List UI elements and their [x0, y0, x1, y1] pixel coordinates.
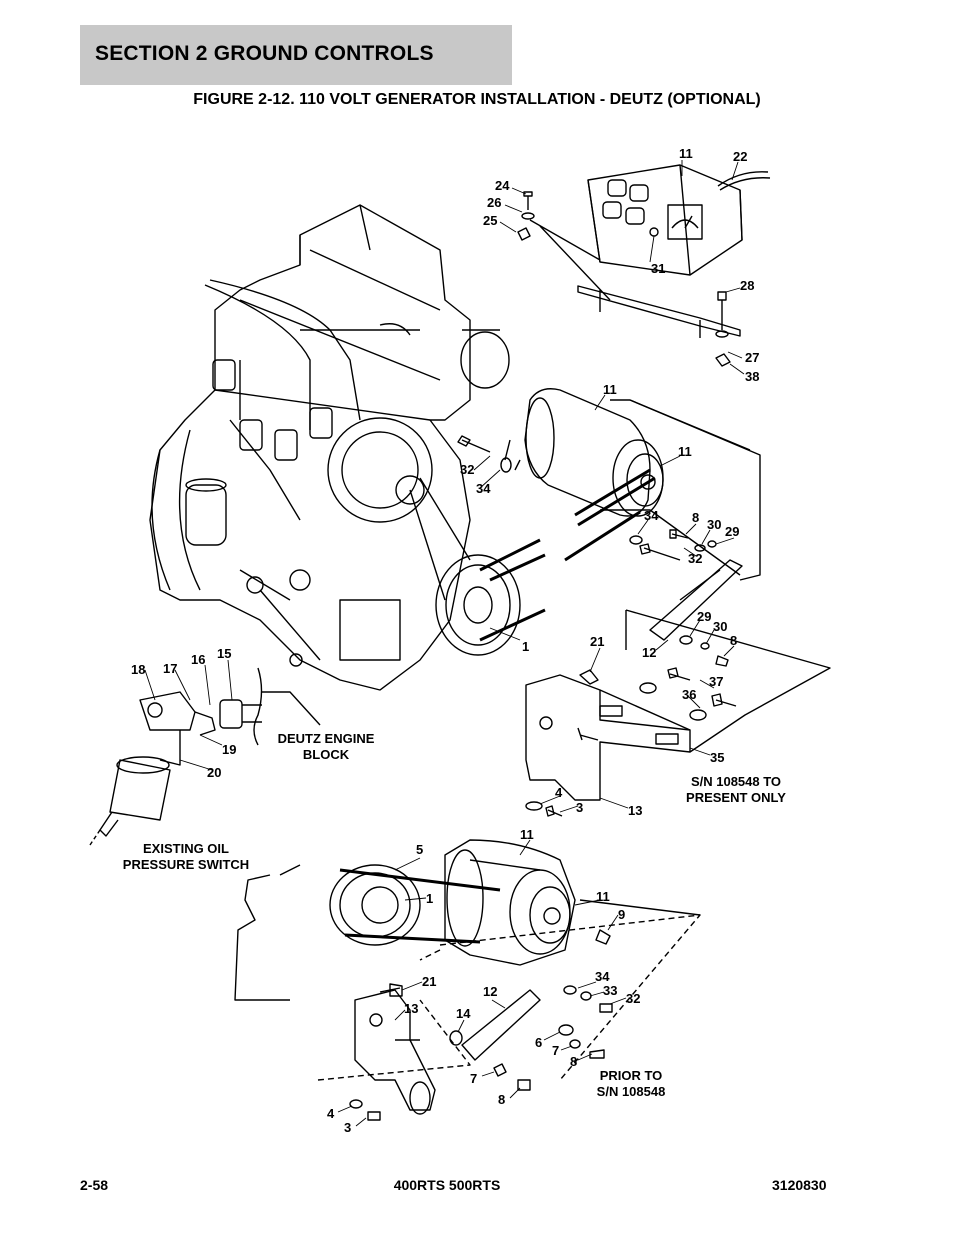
callout: 12: [483, 984, 497, 999]
leader-lines: [144, 160, 745, 1127]
callout: 38: [745, 369, 759, 384]
document-number: 3120830: [772, 1177, 827, 1193]
callout: 25: [483, 213, 497, 228]
figure-title: FIGURE 2-12. 110 VOLT GENERATOR INSTALLA…: [193, 91, 761, 108]
callout: 11: [596, 889, 610, 904]
callout: 5: [416, 842, 423, 857]
mount-bracket-upper: [525, 669, 691, 801]
callout: 3: [344, 1120, 351, 1135]
page-number: 2-58: [80, 1177, 109, 1193]
callout: 27: [745, 350, 759, 365]
oil-switch-assembly: [99, 667, 263, 837]
note-line: S/N 108548: [596, 1084, 666, 1099]
callout: 37: [709, 674, 723, 689]
callout: 8: [570, 1054, 577, 1069]
mount-bracket-lower: [354, 989, 436, 1115]
engine-block-note: DEUTZ ENGINE BLOCK: [268, 731, 384, 763]
callout: 29: [725, 524, 739, 539]
callout: 26: [487, 195, 501, 210]
callout: 21: [590, 634, 604, 649]
serial-present-note: S/N 108548 TO PRESENT ONLY: [676, 774, 796, 806]
callout: 34: [595, 969, 610, 984]
callout: 7: [470, 1071, 477, 1086]
callout: 32: [626, 991, 640, 1006]
callout: 7: [552, 1043, 559, 1058]
callout: 17: [163, 661, 177, 676]
callout: 8: [692, 510, 699, 525]
generator-upper: [504, 388, 761, 581]
section-header: SECTION 2 GROUND CONTROLS: [80, 25, 512, 85]
callout: 36: [682, 687, 696, 702]
callout: 30: [707, 517, 721, 532]
callout: 11: [603, 382, 617, 397]
callout-labels: 11 22 24 26 25 31 28 27 38 11 11 32 34 3…: [131, 146, 759, 1135]
callout: 13: [628, 803, 642, 818]
callout: 9: [618, 907, 625, 922]
note-line: PRESSURE SWITCH: [122, 857, 250, 872]
callout: 3: [576, 800, 583, 815]
callout: 29: [697, 609, 711, 624]
callout: 22: [733, 149, 747, 164]
section-title: SECTION 2 GROUND CONTROLS: [95, 42, 434, 65]
note-line: EXISTING OIL: [143, 841, 229, 856]
note-line: PRIOR TO: [599, 1068, 663, 1083]
callout: 24: [495, 178, 510, 193]
callout: 21: [422, 974, 436, 989]
callout: 11: [679, 146, 693, 161]
engine-illustration: [149, 204, 521, 691]
callout: 13: [404, 1001, 418, 1016]
callout: 19: [222, 742, 236, 757]
callout: 11: [520, 827, 534, 842]
oil-switch-note: EXISTING OIL PRESSURE SWITCH: [112, 841, 260, 873]
callout: 34: [476, 481, 491, 496]
note-line: PRESENT ONLY: [686, 790, 786, 805]
callout: 1: [522, 639, 529, 654]
callout: 14: [456, 1006, 471, 1021]
callout: 20: [207, 765, 221, 780]
prior-to-note: PRIOR TO S/N 108548: [586, 1068, 676, 1100]
callout: 34: [644, 508, 659, 523]
callout: 8: [498, 1092, 505, 1107]
model-name: 400RTS 500RTS: [393, 1177, 501, 1193]
callout: 15: [217, 646, 231, 661]
note-line: DEUTZ ENGINE: [277, 731, 375, 746]
callout: 12: [642, 645, 656, 660]
outlet-bracket: [577, 285, 741, 337]
callout: 4: [327, 1106, 335, 1121]
callout: 16: [191, 652, 205, 667]
callout: 18: [131, 662, 145, 677]
outlet-box: [587, 164, 771, 276]
callout: 30: [713, 619, 727, 634]
callout: 1: [426, 891, 433, 906]
note-line: S/N 108548 TO: [690, 774, 782, 789]
callout: 35: [710, 750, 724, 765]
callout: 6: [535, 1035, 542, 1050]
callout: 33: [603, 983, 617, 998]
callout: 11: [678, 444, 692, 459]
callout: 8: [730, 633, 737, 648]
callout: 4: [555, 785, 563, 800]
callout: 32: [460, 462, 474, 477]
callout: 28: [740, 278, 754, 293]
callout: 31: [651, 261, 665, 276]
note-line: BLOCK: [302, 747, 350, 762]
callout: 32: [688, 551, 702, 566]
